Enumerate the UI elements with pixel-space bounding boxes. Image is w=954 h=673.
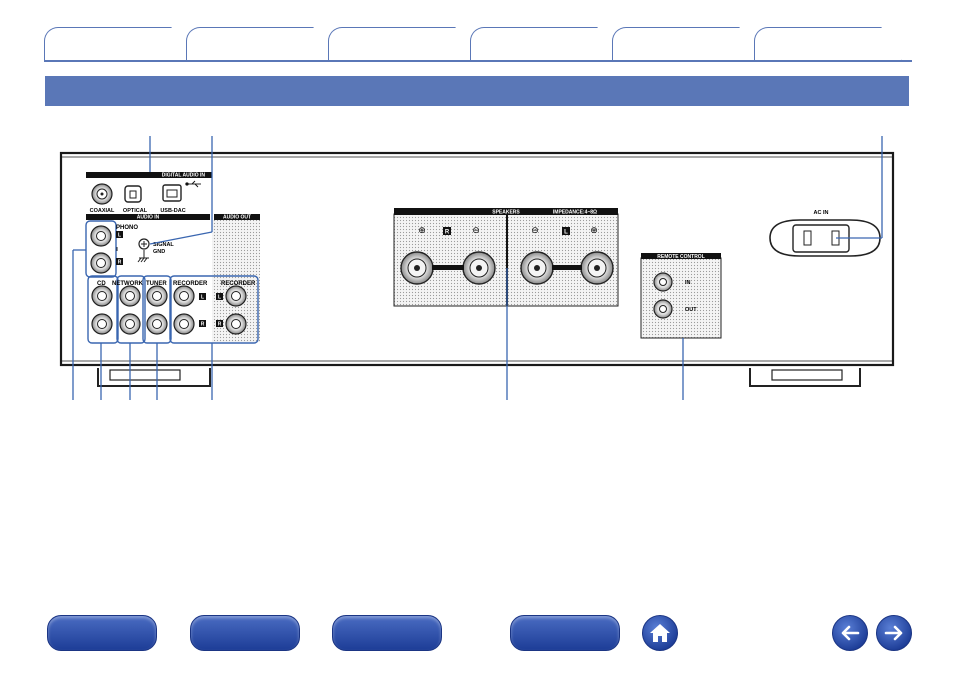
recorder-in-l-label: L — [201, 295, 204, 301]
ac-in-label: AC IN — [814, 210, 829, 216]
speaker-r-plus: ⊕ — [418, 226, 426, 236]
phono-jacks — [85, 220, 118, 278]
tab-3[interactable] — [328, 27, 476, 61]
callout-lines — [72, 136, 883, 400]
optical-jack — [124, 185, 142, 203]
speaker-r-minus: ⊖ — [472, 226, 480, 236]
tuner-label: TUNER — [146, 281, 167, 287]
speaker-binding-posts — [400, 251, 614, 285]
phono-l-label: L — [118, 233, 121, 239]
speaker-r-label: R — [445, 230, 450, 236]
recorder-out-r-label: R — [218, 322, 222, 328]
coaxial-label: COAXIAL — [90, 208, 115, 214]
nav-button-4[interactable] — [510, 615, 620, 651]
arrow-left-icon — [841, 625, 860, 641]
speakers-label: SPEAKERS — [492, 210, 520, 216]
arrow-right-icon — [884, 625, 903, 641]
remote-control-label: REMOTE CONTROL — [657, 254, 705, 260]
recorder-out-label: RECORDER — [221, 281, 256, 287]
recorder-in-jacks — [169, 275, 259, 344]
nav-button-3[interactable] — [332, 615, 442, 651]
audio-in-section: AUDIO IN — [86, 214, 210, 221]
back-button[interactable] — [832, 615, 868, 651]
recorder-in-label: RECORDER — [173, 281, 208, 287]
usb-dac-jack — [162, 184, 182, 202]
phono-label: PHONO — [116, 225, 138, 231]
speaker-terminals — [393, 208, 619, 307]
recorder-out-jacks — [225, 285, 247, 335]
tab-5[interactable] — [612, 27, 760, 61]
phono-r-label: R — [118, 260, 122, 266]
speaker-l-minus: ⊖ — [531, 226, 539, 236]
tuner-jacks — [142, 275, 172, 344]
home-button[interactable] — [642, 615, 678, 651]
audio-in-label: AUDIO IN — [137, 215, 160, 221]
remote-control-jacks — [640, 253, 722, 339]
rear-panel-diagram: DIGITAL AUDIO IN COAXIAL OPTICAL USB-DAC… — [59, 136, 895, 400]
nav-button-1[interactable] — [47, 615, 157, 651]
recorder-out-l-label: L — [218, 295, 221, 301]
home-icon — [650, 624, 670, 642]
recorder-in-r-label: R — [201, 322, 205, 328]
remote-out-label: OUT — [685, 307, 697, 313]
tab-4[interactable] — [470, 27, 618, 61]
remote-in-label: IN — [685, 280, 691, 286]
network-label: NETWORK — [112, 281, 144, 287]
speaker-l-plus: ⊕ — [590, 226, 598, 236]
signal-gnd-terminal — [137, 238, 150, 263]
top-tab-bar — [44, 27, 912, 61]
forward-button[interactable] — [876, 615, 912, 651]
digital-audio-in-section: DIGITAL AUDIO IN COAXIAL OPTICAL USB-DAC — [86, 172, 212, 214]
tab-underline — [44, 60, 912, 62]
impedance-label: IMPEDANCE:4~8Ω — [553, 210, 597, 216]
audio-out-label: AUDIO OUT — [223, 215, 251, 221]
tab-1[interactable] — [44, 27, 192, 61]
nav-button-2[interactable] — [190, 615, 300, 651]
cd-jacks — [87, 275, 119, 344]
tab-6[interactable] — [754, 27, 902, 61]
gnd-label: GND — [153, 249, 165, 255]
cd-label: CD — [97, 281, 106, 287]
panel-feet — [97, 368, 861, 387]
signal-label: SIGNAL — [153, 242, 174, 248]
usb-icon — [185, 180, 201, 188]
tab-2[interactable] — [186, 27, 334, 61]
usb-dac-label: USB-DAC — [160, 208, 185, 214]
digital-audio-in-label: DIGITAL AUDIO IN — [162, 173, 206, 179]
section-title-bar — [45, 76, 909, 106]
coaxial-jack — [91, 183, 113, 205]
optical-label: OPTICAL — [123, 208, 148, 214]
speaker-l-label: L — [564, 230, 568, 236]
network-jacks — [116, 275, 146, 344]
